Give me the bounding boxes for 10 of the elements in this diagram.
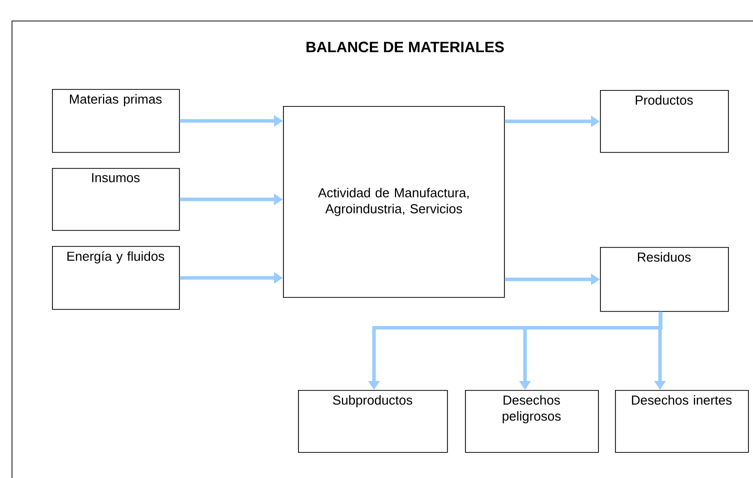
process-box: Energía y fluidos xyxy=(52,246,180,310)
process-box: Desechos peligrosos xyxy=(465,390,599,453)
process-box: Residuos xyxy=(600,246,729,312)
process-box: Desechos inertes xyxy=(615,390,749,453)
process-box: Productos xyxy=(600,90,729,153)
process-box: Insumos xyxy=(52,168,180,231)
title: BALANCE DE MATERIALES xyxy=(306,42,504,52)
process-box: Subproductos xyxy=(298,390,448,453)
process-box: Materias primas xyxy=(52,89,180,153)
process-box: Actividad de Manufactura, Agroindustria, Servicios xyxy=(283,106,505,298)
